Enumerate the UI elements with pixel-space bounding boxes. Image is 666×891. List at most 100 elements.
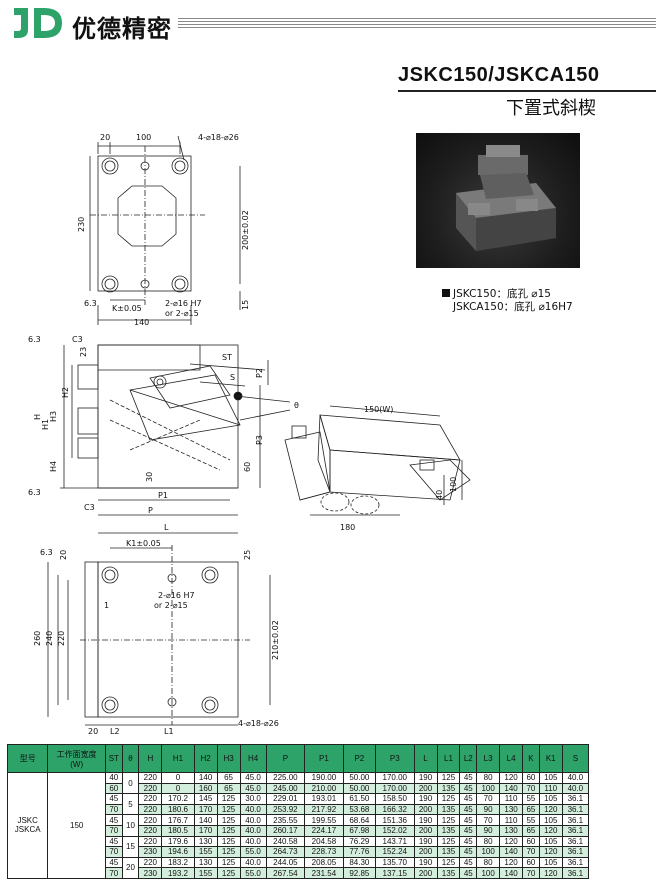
table-cell: 60	[522, 835, 540, 848]
table-cell: 220	[138, 856, 163, 869]
table-cell: 40.0	[561, 782, 590, 795]
table-cell: 176.7	[161, 814, 195, 826]
table-cell: 120	[538, 846, 563, 858]
table-cell: 36.1	[561, 856, 590, 869]
table-header-cell: S	[561, 744, 590, 773]
table-header-cell: P1	[304, 744, 344, 773]
table-cell: 45	[104, 835, 123, 848]
theta-cell: 5	[121, 793, 140, 816]
h3-label: H3	[49, 411, 58, 422]
width-cell: 150	[47, 772, 106, 879]
table-cell: 55	[522, 793, 540, 805]
table-header-cell: L2	[459, 744, 478, 773]
table-cell: 135	[436, 867, 461, 879]
table-cell: 80	[476, 835, 501, 848]
table-cell: 200	[413, 824, 438, 837]
table-cell: 60	[522, 772, 540, 784]
table-cell: 200	[413, 867, 438, 879]
product-photo	[416, 133, 580, 268]
table-cell: 80	[476, 772, 501, 784]
top-view-outline	[97, 155, 192, 292]
table-cell: 130	[499, 824, 524, 837]
table-cell: 0	[161, 772, 195, 784]
roughness-top: 6.3	[84, 299, 97, 308]
table-cell: 36.1	[561, 803, 590, 816]
table-cell: 45	[459, 814, 478, 826]
holes-bottom-alt-label: or 2-⌀15	[165, 309, 199, 318]
holes-mid-label: 2-⌀16 H7	[158, 591, 195, 600]
table-cell: 65	[216, 772, 241, 784]
table-cell: 0	[161, 782, 195, 795]
dim-15: 15	[241, 300, 250, 310]
table-cell: 60	[522, 856, 540, 869]
table-cell: 45	[459, 846, 478, 858]
brand-logo	[12, 6, 64, 40]
table-cell: 143.71	[375, 835, 415, 848]
table-cell: 125	[216, 814, 241, 826]
material-notes: JSKC150：底孔 ⌀15 JSKCA150：底孔 ⌀16H7	[442, 288, 573, 314]
table-header-cell: 型号	[6, 744, 49, 773]
note-jskc: JSKC150：底孔 ⌀15	[442, 288, 573, 301]
p1-label: P1	[158, 491, 168, 500]
table-cell: 230	[138, 846, 163, 858]
table-cell: 204.58	[304, 835, 344, 848]
table-cell: 105	[538, 814, 563, 826]
k1-label: K1±0.05	[126, 539, 161, 548]
table-cell: 40.0	[239, 835, 267, 848]
table-header-cell: P	[265, 744, 306, 773]
table-cell: 45.0	[239, 772, 267, 784]
c3-bottom: C3	[84, 503, 95, 512]
table-cell: 152.24	[375, 846, 415, 858]
table-cell: 170.2	[161, 793, 195, 805]
p-label: P	[148, 506, 153, 515]
product-subtitle: 下置式斜楔	[506, 98, 596, 119]
table-cell: 240.58	[265, 835, 306, 848]
table-cell: 190	[413, 772, 438, 784]
dim-220: 220	[57, 631, 66, 646]
table-cell: 70	[104, 824, 123, 837]
table-cell: 50.00	[342, 782, 377, 795]
header-rule	[178, 18, 656, 28]
table-cell: 45	[459, 824, 478, 837]
table-header-cell: 工作面宽度 (W)	[47, 744, 106, 773]
table-header-cell: P3	[375, 744, 415, 773]
table-cell: 45	[459, 772, 478, 784]
table-cell: 68.64	[342, 814, 377, 826]
table-cell: 231.54	[304, 867, 344, 879]
table-cell: 267.54	[265, 867, 306, 879]
table-cell: 253.92	[265, 803, 306, 816]
table-cell: 67.98	[342, 824, 377, 837]
table-cell: 245.00	[265, 782, 306, 795]
dim-25: 25	[243, 550, 252, 560]
table-cell: 220	[138, 793, 163, 805]
table-cell: 200	[413, 846, 438, 858]
table-cell: 110	[499, 814, 524, 826]
table-cell: 200	[413, 803, 438, 816]
table-cell: 125	[216, 803, 241, 816]
table-cell: 224.17	[304, 824, 344, 837]
table-cell: 120	[538, 803, 563, 816]
table-cell: 120	[499, 772, 524, 784]
l-label: L	[164, 523, 169, 532]
table-cell: 105	[538, 835, 563, 848]
table-header-cell: H2	[193, 744, 218, 773]
table-cell: 135	[436, 782, 461, 795]
table-cell: 36.1	[561, 793, 590, 805]
table-cell: 190	[413, 814, 438, 826]
table-cell: 137.15	[375, 867, 415, 879]
table-cell: 36.1	[561, 835, 590, 848]
table-cell: 179.6	[161, 835, 195, 848]
table-cell: 235.55	[265, 814, 306, 826]
dim-230: 230	[77, 217, 86, 232]
c3-top: C3	[72, 335, 83, 344]
table-header-cell: L3	[476, 744, 501, 773]
table-cell: 229.01	[265, 793, 306, 805]
table-cell: 45	[459, 867, 478, 879]
table-header-cell: K1	[538, 744, 563, 773]
dim-100-top: 100	[136, 133, 151, 142]
table-header-cell: H1	[161, 744, 195, 773]
dim-23: 23	[79, 347, 88, 357]
